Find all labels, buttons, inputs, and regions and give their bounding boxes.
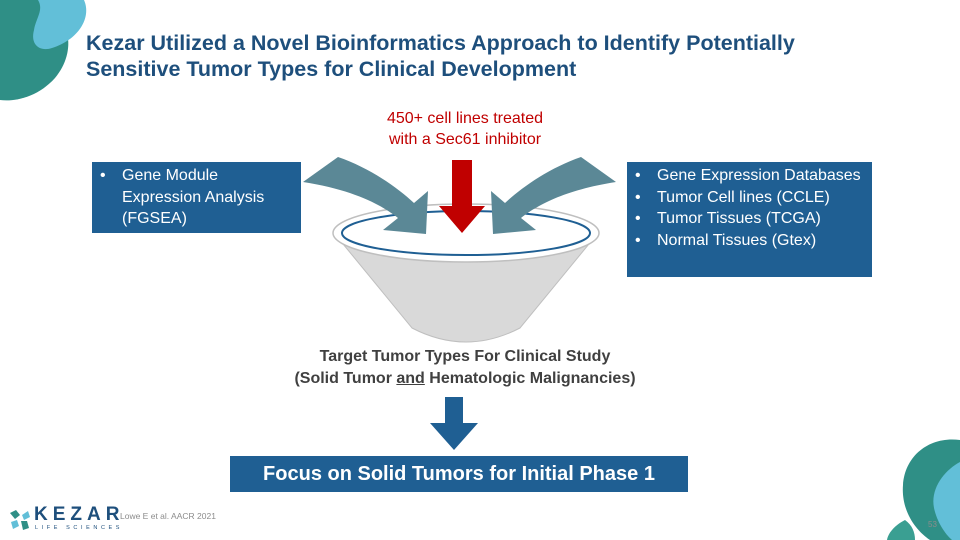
focus-box: Focus on Solid Tumors for Initial Phase … <box>230 456 688 492</box>
funnel-diagram <box>303 157 616 343</box>
teal-curved-arrow-right-icon <box>491 157 616 234</box>
page-title: Kezar Utilized a Novel Bioinformatics Ap… <box>86 30 926 82</box>
funnel-icon <box>332 232 600 343</box>
gene-expression-item: • Gene Expression Databases <box>627 165 868 187</box>
tumor-cell-lines-item: • Tumor Cell lines (CCLE) <box>627 187 868 209</box>
gene-module-box: • Gene Module Expression Analysis (FGSEA… <box>92 162 301 233</box>
page-title-line-2: Sensitive Tumor Types for Clinical Devel… <box>86 57 577 81</box>
gene-expression-list: • Gene Expression Databases • Tumor Cell… <box>627 165 868 251</box>
input-caption-line-2: with a Sec61 inhibitor <box>388 131 542 148</box>
bullet: • <box>635 188 641 206</box>
tumor-tissues-item-text: Tumor Tissues (TCGA) <box>657 210 821 227</box>
gene-module-list: • Gene Module Expression Analysis (FGSEA… <box>92 165 297 230</box>
deco-bottom-right-light <box>933 462 960 540</box>
tumor-tissues-item: • Tumor Tissues (TCGA) <box>627 208 868 230</box>
gene-module-item-text: Gene Module Expression Analysis (FGSEA) <box>122 167 265 227</box>
gene-expression-item-text: Gene Expression Databases <box>657 167 861 184</box>
normal-tissues-item-text: Normal Tissues (Gtex) <box>657 231 817 249</box>
red-down-arrow-icon <box>439 160 485 233</box>
tumor-cell-lines-item-text: Tumor Cell lines (CCLE) <box>657 188 830 206</box>
bullet: • <box>635 167 641 184</box>
logo-wordmark: KEZAR <box>34 504 125 525</box>
target-line-1: Target Tumor Types For Clinical Study <box>319 348 611 365</box>
gene-module-item: • Gene Module Expression Analysis (FGSEA… <box>92 165 297 230</box>
bullet: • <box>635 231 641 249</box>
target-line-2: (Solid Tumor and Hematologic Malignancie… <box>220 368 710 390</box>
teal-curved-arrow-left-icon <box>303 157 428 234</box>
bullet: • <box>100 167 106 184</box>
citation: Lowe E et al. AACR 2021 <box>120 511 216 521</box>
blue-down-arrow-icon <box>430 397 478 450</box>
deco-bottom-right-small <box>887 520 915 540</box>
target-tumor-types: Target Tumor Types For Clinical Study (S… <box>220 346 710 390</box>
page-title-line-1: Kezar Utilized a Novel Bioinformatics Ap… <box>86 31 795 55</box>
bullet: • <box>635 210 641 227</box>
target-line-2-underlined: and <box>396 370 425 387</box>
logo-tagline: LIFE SCIENCES <box>35 525 124 531</box>
target-line-2-prefix: (Solid Tumor <box>294 370 397 387</box>
deco-top-left-light <box>33 0 87 50</box>
input-caption-line-1: 450+ cell lines treated <box>386 110 544 127</box>
gene-expression-box: • Gene Expression Databases • Tumor Cell… <box>627 162 872 277</box>
target-line-2-suffix: Hematologic Malignancies) <box>424 370 636 387</box>
kezar-logo-icon <box>10 510 30 530</box>
page-number: 53 <box>928 520 937 529</box>
normal-tissues-item: • Normal Tissues (Gtex) <box>627 230 868 252</box>
input-caption: 450+ cell lines treated with a Sec61 inh… <box>320 108 610 150</box>
